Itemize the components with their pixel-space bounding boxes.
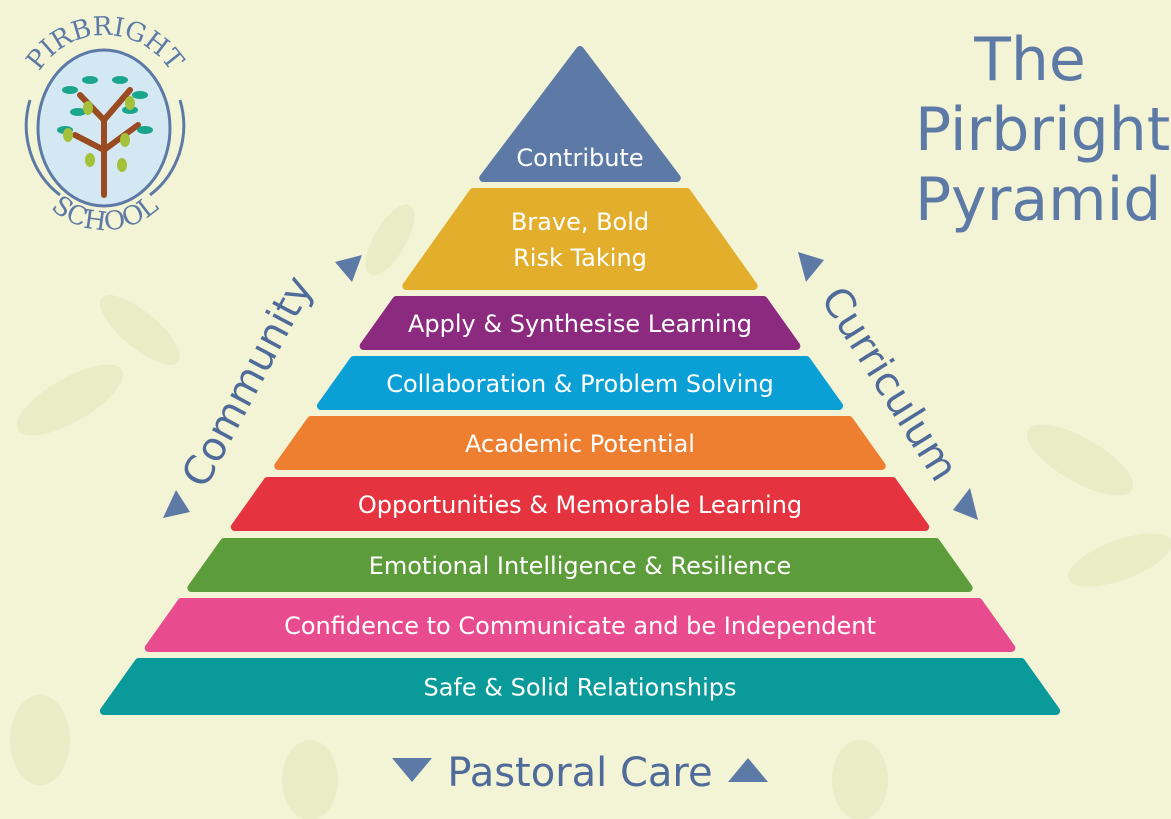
apex-label: Contribute — [516, 144, 643, 172]
pyramid-layer-3 — [316, 356, 844, 410]
arrow-down-right-icon — [953, 488, 978, 520]
arrow-down-left-icon — [163, 490, 190, 518]
layer-label: Apply & Synthesise Learning — [408, 310, 752, 338]
layer-label: Confidence to Communicate and be Indepen… — [284, 612, 876, 640]
pyramid-layer-1 — [402, 188, 758, 290]
pyramid-layer-2 — [359, 296, 801, 350]
background-leaves — [10, 204, 1171, 819]
pyramid-layer-4 — [274, 416, 886, 470]
arrow-up-bottom-icon — [728, 758, 768, 782]
pyramid-apex-contribute — [479, 46, 681, 182]
layer-label: Risk Taking — [513, 244, 647, 272]
layer-label: Opportunities & Memorable Learning — [358, 491, 802, 519]
pyramid-layer-5 — [230, 477, 930, 531]
layer-label: Collaboration & Problem Solving — [386, 370, 774, 398]
pyramid-layer-8 — [99, 658, 1061, 715]
arrow-down-bottom-icon — [392, 758, 432, 782]
layer-label: Brave, Bold — [511, 208, 649, 236]
layer-label: Emotional Intelligence & Resilience — [369, 552, 792, 580]
poster-title: The Pirbright Pyramid — [915, 25, 1171, 235]
layer-label: Academic Potential — [465, 430, 695, 458]
school-logo: PIRBRIGHT SCHOOL — [21, 12, 190, 238]
layer-label: Safe & Solid Relationships — [423, 674, 736, 702]
pyramid-layer-7 — [144, 598, 1016, 652]
pyramid-layer-6 — [187, 538, 973, 592]
arrow-up-left-icon — [335, 255, 362, 282]
arrows — [163, 252, 978, 782]
pastoral-care-label: Pastoral Care — [447, 750, 712, 796]
arrow-up-right-icon — [798, 252, 824, 282]
